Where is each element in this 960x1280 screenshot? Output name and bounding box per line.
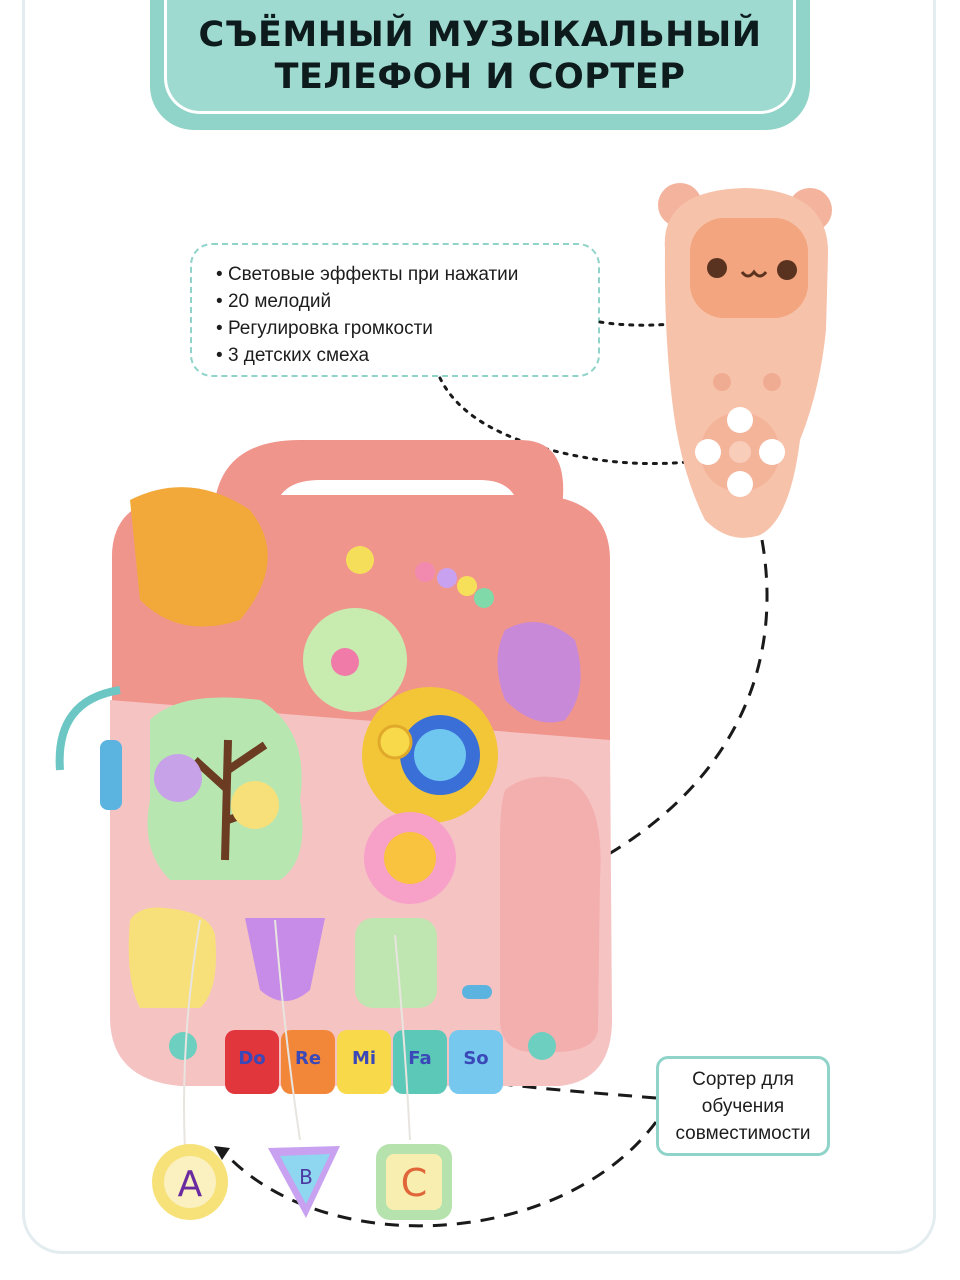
header-title-box: СЪЁМНЫЙ МУЗЫКАЛЬНЫЙ ТЕЛЕФОН И СОРТЕР	[164, 0, 796, 114]
sorter-hole-triangle	[245, 918, 325, 1001]
activity-board	[55, 440, 612, 1086]
tag-face	[280, 1154, 330, 1204]
sound-button-right[interactable]	[528, 1032, 556, 1060]
piano-key-label: Fa	[408, 1048, 431, 1069]
piano-key-so[interactable]	[449, 1030, 503, 1094]
volume-up-button[interactable]	[727, 407, 753, 433]
bead[interactable]	[457, 576, 477, 596]
piano-key-label: So	[463, 1048, 488, 1069]
feature-item: • Световые эффекты при нажатии	[216, 264, 519, 285]
piano-key-mi[interactable]	[337, 1030, 391, 1094]
pointer-line-face	[598, 316, 720, 327]
sound-button-left[interactable]	[169, 1032, 197, 1060]
phone-center-button[interactable]	[729, 441, 751, 463]
swirl-ring	[414, 729, 466, 781]
gear-knob[interactable]	[377, 724, 413, 760]
bead-wire	[55, 686, 121, 771]
piano-key-label: Mi	[352, 1048, 376, 1069]
piano-keys: Do Re Mi Fa So	[225, 1030, 503, 1094]
pointer-line-tags	[220, 1121, 658, 1228]
balloon	[130, 487, 268, 627]
sorter-callout-line: совместимости	[675, 1122, 811, 1144]
pointer-line-sorter	[429, 1068, 657, 1100]
phone-paw-right	[763, 373, 781, 391]
page-title-line-1: СЪЁМНЫЙ МУЗЫКАЛЬНЫЙ	[198, 14, 762, 55]
feature-item: • 20 мелодий	[216, 291, 332, 312]
piano-key-label: Re	[295, 1048, 321, 1069]
phone-eye-left	[707, 258, 727, 278]
tag-face	[386, 1154, 442, 1210]
phone-paw-left	[713, 373, 731, 391]
feature-item: • 3 детских смеха	[216, 345, 370, 366]
giraffe-head	[346, 546, 374, 574]
phone-left-button[interactable]	[695, 439, 721, 465]
tag-face	[164, 1156, 216, 1208]
sorter-callout: Сортер для обучения совместимости	[656, 1056, 830, 1156]
page-title-line-2: ТЕЛЕФОН И СОРТЕР	[274, 56, 686, 97]
page-frame	[22, 0, 936, 1254]
tree-slider-yellow[interactable]	[231, 781, 279, 829]
side-spinner[interactable]	[100, 740, 122, 810]
flower-icon	[331, 648, 359, 676]
phone-slot	[500, 776, 601, 1052]
feature-item: • Регулировка громкости	[216, 318, 433, 339]
piano-key-do[interactable]	[225, 1030, 279, 1094]
piano-key-re[interactable]	[281, 1030, 335, 1094]
tag-letter: C	[401, 1161, 428, 1205]
pointer-dotted-lines	[438, 316, 720, 466]
power-switch[interactable]	[462, 985, 492, 999]
phone-mouth	[740, 269, 768, 278]
sorter-hole-square	[355, 918, 437, 1008]
board-handle	[215, 440, 564, 520]
tree-slider-purple[interactable]	[154, 754, 202, 802]
butterfly-toy[interactable]	[497, 622, 581, 723]
phone-right-button[interactable]	[759, 439, 785, 465]
bead[interactable]	[415, 562, 435, 582]
arrowhead-icon	[214, 1146, 230, 1160]
bead[interactable]	[474, 588, 494, 608]
sun-icon	[384, 832, 436, 884]
phone-eye-right	[777, 260, 797, 280]
phone-screen	[690, 218, 808, 318]
piano-key-label: Do	[238, 1048, 265, 1069]
volume-down-button[interactable]	[727, 471, 753, 497]
tag-strings	[183, 919, 411, 1151]
musical-phone	[658, 183, 832, 538]
sorter-hole-bear	[128, 907, 216, 1008]
sorter-callout-line: обучения	[701, 1095, 785, 1117]
bead[interactable]	[437, 568, 457, 588]
tag-letter: B	[299, 1165, 313, 1189]
features-callout: • Световые эффекты при нажатии • 20 мело…	[190, 243, 600, 377]
sorter-callout-line: Сортер для	[692, 1068, 794, 1090]
tree-trunk	[192, 739, 272, 861]
tag-letter: A	[178, 1164, 203, 1205]
shape-tags: A B C	[152, 1144, 452, 1220]
pointer-line-buttons	[438, 376, 720, 466]
